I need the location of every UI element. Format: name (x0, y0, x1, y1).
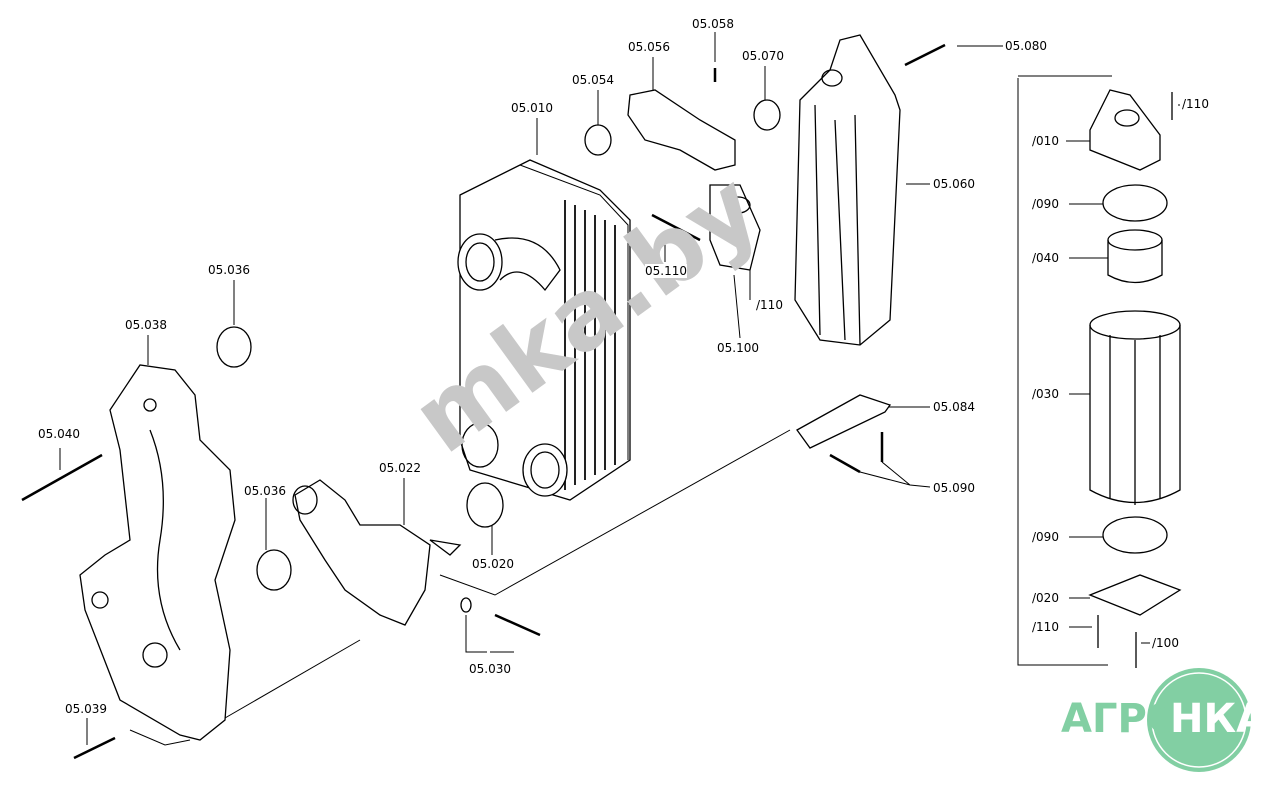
o-rings (216, 99, 781, 613)
oil-filter-housing (794, 34, 901, 346)
label-090-bottom: /090 (1032, 530, 1059, 544)
label-040: /040 (1032, 251, 1059, 265)
thermostat-housing (292, 479, 462, 626)
bolts (21, 43, 946, 760)
label-030: /030 (1032, 387, 1059, 401)
label-05-036-bottom: 05.036 (244, 484, 286, 498)
label-05-110: 05.110 (645, 264, 687, 278)
label-010: /010 (1032, 134, 1059, 148)
label-05-058: 05.058 (692, 17, 734, 31)
label-05-039: 05.039 (65, 702, 107, 716)
logo-text-right: НКА (1170, 696, 1268, 742)
label-05-036-top: 05.036 (208, 263, 250, 277)
label-05-090: 05.090 (933, 481, 975, 495)
flanges-and-brackets (627, 89, 892, 449)
label-110-bottom: /110 (1032, 620, 1059, 634)
label-05-054: 05.054 (572, 73, 614, 87)
label-090-top: /090 (1032, 197, 1059, 211)
label-05-040: 05.040 (38, 427, 80, 441)
oil-cooler-housing (79, 364, 236, 741)
label-05-030: 05.030 (469, 662, 511, 676)
label-05-070: 05.070 (742, 49, 784, 63)
label-05-100: 05.100 (717, 341, 759, 355)
label-05-080: 05.080 (1005, 39, 1047, 53)
label-05-038: 05.038 (125, 318, 167, 332)
leader-lines (59, 32, 1180, 746)
label-05-010: 05.010 (511, 101, 553, 115)
label-110-top: /110 (1182, 97, 1209, 111)
label-05-022: 05.022 (379, 461, 421, 475)
heat-exchanger (457, 159, 631, 501)
label-110-sensor: /110 (756, 298, 783, 312)
label-020: /020 (1032, 591, 1059, 605)
label-05-056: 05.056 (628, 40, 670, 54)
label-05-020: 05.020 (472, 557, 514, 571)
filter-assembly (1088, 89, 1182, 668)
label-05-084: 05.084 (933, 400, 975, 414)
label-100: /100 (1152, 636, 1179, 650)
label-05-060: 05.060 (933, 177, 975, 191)
logo-text-left: АГРО (1061, 696, 1181, 742)
